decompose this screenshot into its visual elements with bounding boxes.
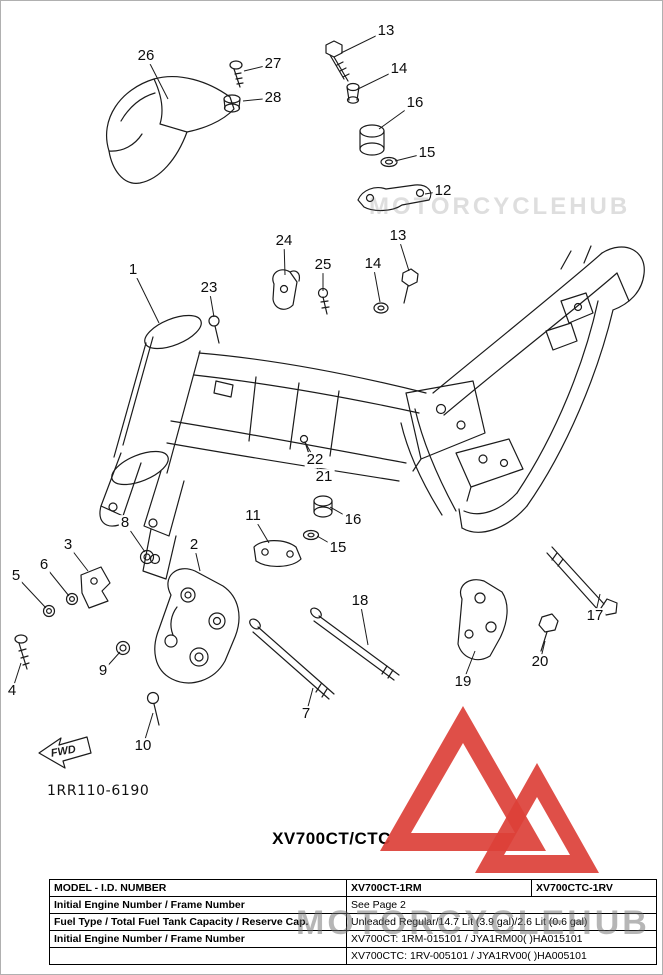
leader-line — [340, 30, 387, 54]
table-row: XV700CTC: 1RV-005101 / JYA1RV00( )HA0051… — [49, 947, 657, 965]
part-callout-7: 7 — [299, 705, 313, 723]
part-callout-21: 21 — [313, 468, 335, 486]
leader-line — [67, 544, 89, 572]
leader-line — [142, 712, 154, 747]
leader-line — [243, 63, 274, 72]
part-callout-5: 5 — [9, 567, 23, 585]
leader-line — [132, 269, 160, 324]
part-callout-6: 6 — [37, 556, 51, 574]
leader-line — [372, 263, 381, 303]
part-callout-26: 26 — [135, 47, 157, 65]
leader-line — [316, 535, 339, 549]
part-callout-9: 9 — [96, 662, 110, 680]
table-cell: Unleaded Regular/14.7 Lit (3.9 gal)/2.6 … — [346, 913, 657, 931]
fwd-label: FWD — [50, 743, 77, 759]
leader-line — [394, 152, 428, 162]
part-callout-22: 22 — [304, 451, 326, 469]
table-cell: MODEL - I.D. NUMBER — [49, 879, 347, 897]
part-callout-11: 11 — [243, 507, 263, 525]
part-callout-13: 13 — [387, 227, 409, 245]
part-callout-18: 18 — [349, 592, 371, 610]
leader-line — [424, 190, 444, 195]
leader-line — [378, 102, 416, 130]
leader-line — [283, 240, 286, 276]
frame-outline — [99, 245, 645, 580]
fwd-arrow-icon: FWD — [38, 736, 92, 769]
part-callout-4: 4 — [5, 682, 19, 700]
leader-line — [305, 687, 314, 715]
table-cell: XV700CT-1RM — [346, 879, 532, 897]
leader-line — [208, 287, 215, 318]
table-cell: Fuel Type / Total Fuel Tank Capacity / R… — [49, 913, 347, 931]
leader-line — [102, 651, 121, 672]
leader-line — [11, 662, 22, 692]
part-callout-14: 14 — [388, 60, 410, 78]
part-callout-13: 13 — [375, 22, 397, 40]
table-cell: See Page 2 — [346, 896, 657, 914]
part-callout-28: 28 — [262, 89, 284, 107]
part-callout-8: 8 — [118, 514, 132, 532]
part-callout-15: 15 — [327, 539, 349, 557]
page-title: XV700CT/CTC — [272, 829, 391, 848]
part-callout-17: 17 — [584, 607, 606, 625]
leader-line — [242, 97, 274, 102]
part-callout-3: 3 — [61, 536, 75, 554]
watermark-text-top: MOTORCYCLEHUB — [369, 193, 631, 220]
diagram-code: 1RR110-6190 — [47, 783, 150, 799]
loose-parts — [14, 40, 618, 726]
leader-line — [594, 593, 601, 617]
leader-line — [462, 650, 476, 683]
leader-line — [43, 564, 70, 597]
leader-line — [252, 515, 270, 544]
table-cell: XV700CT: 1RM-015101 / JYA1RM00( )HA01510… — [346, 930, 657, 948]
watermark-triangle-small-icon — [475, 763, 599, 873]
leader-line — [357, 68, 400, 90]
part-callout-16: 16 — [404, 94, 426, 112]
leader-line — [311, 461, 325, 478]
part-callout-16: 16 — [342, 511, 364, 529]
leader-line — [304, 441, 316, 461]
table-cell — [49, 947, 347, 965]
part-callout-14: 14 — [362, 255, 384, 273]
leader-line — [329, 506, 354, 521]
part-callout-23: 23 — [198, 279, 220, 297]
leader-line — [15, 575, 47, 609]
part-callout-12: 12 — [432, 182, 454, 200]
part-callout-2: 2 — [187, 536, 201, 554]
part-callout-19: 19 — [452, 673, 474, 691]
part-callout-25: 25 — [312, 256, 334, 274]
leader-line — [539, 640, 546, 663]
leader-line — [124, 522, 146, 553]
table-cell: Initial Engine Number / Frame Number — [49, 930, 347, 948]
part-callout-10: 10 — [132, 737, 154, 755]
part-callout-15: 15 — [416, 144, 438, 162]
table-cell: XV700CTC-1RV — [531, 879, 657, 897]
part-callout-27: 27 — [262, 55, 284, 73]
leader-line — [397, 235, 410, 272]
leader-line — [193, 544, 201, 572]
table-cell: Initial Engine Number / Frame Number — [49, 896, 347, 914]
part-callout-20: 20 — [529, 653, 551, 671]
part-callout-24: 24 — [273, 232, 295, 250]
table-row: Fuel Type / Total Fuel Tank Capacity / R… — [49, 913, 657, 931]
part-callout-1: 1 — [126, 261, 140, 279]
leader-line — [359, 600, 369, 646]
leader-line — [145, 55, 169, 100]
table-cell: XV700CTC: 1RV-005101 / JYA1RV00( )HA0051… — [346, 947, 657, 965]
